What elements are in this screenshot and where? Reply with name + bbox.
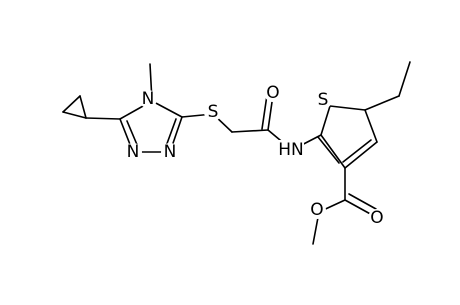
bond	[261, 94, 268, 130]
cyclopropyl-group	[62, 95, 121, 120]
atom-label-o: O	[310, 200, 323, 220]
bond	[329, 105, 366, 111]
bond	[79, 95, 87, 119]
atom-label-n: N	[127, 142, 140, 162]
bond	[320, 105, 331, 136]
bond	[62, 111, 87, 119]
ethyl-group	[364, 61, 411, 111]
atom-label-nh: HN	[278, 140, 304, 160]
bond	[85, 117, 121, 120]
bond	[364, 109, 378, 143]
atom-label-o: O	[266, 83, 279, 103]
bond	[151, 100, 183, 118]
bond	[126, 120, 139, 148]
atom-label-o: O	[370, 208, 383, 228]
atom-label-n: N	[164, 142, 177, 162]
thiophene-ring	[317, 105, 378, 169]
atom-label-s: S	[208, 102, 219, 122]
bond	[364, 95, 400, 111]
bond	[231, 129, 269, 133]
bond	[320, 134, 346, 169]
atom-label-s: S	[318, 90, 329, 110]
bond	[342, 139, 372, 163]
bond	[398, 61, 411, 97]
atom-labels: N N N S O HN S O O	[124, 83, 386, 228]
bond	[344, 141, 378, 169]
bond	[344, 199, 375, 217]
bond	[348, 193, 377, 210]
atom-label-n: N	[142, 89, 155, 109]
bond	[317, 136, 340, 164]
bond	[62, 95, 81, 113]
